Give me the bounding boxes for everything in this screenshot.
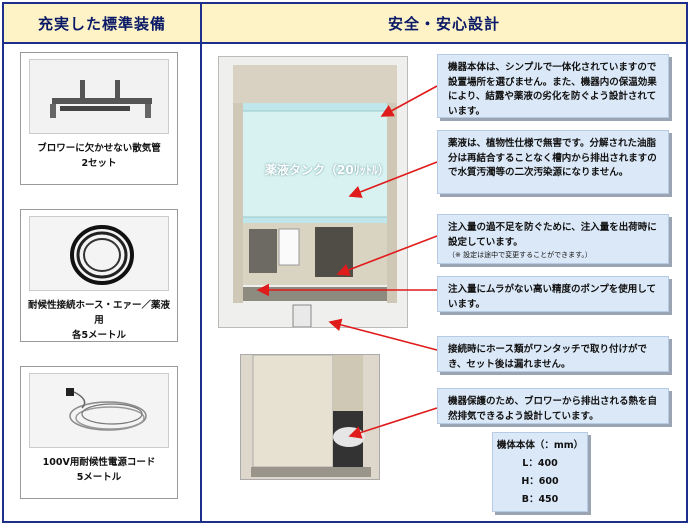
- note-precision-pump: 注入量にムラがない高い精度のポンプを使用しています。: [437, 276, 669, 312]
- equipment-card-hose: 耐候性接続ホース・エァー／薬液用 各5メートル: [20, 209, 178, 342]
- note-heat-exhaust: 機器保護のため、ブロワーから排出される熱を自然排気できるよう設計しています。: [437, 388, 669, 424]
- diffuser-caption: ブロワーに欠かせない散気管 2セット: [37, 143, 161, 169]
- machine-exterior-photo: [240, 354, 380, 480]
- column-divider: [200, 4, 202, 521]
- note-dose-preset: 注入量の過不足を防ぐために、注入量を出荷時に設定しています。 （※ 設定は途中で…: [437, 214, 669, 264]
- spec-breadth: B：450: [521, 494, 559, 505]
- spec-height: H：600: [521, 476, 559, 487]
- hose-photo: [29, 216, 169, 291]
- hose-caption: 耐候性接続ホース・エァー／薬液用 各5メートル: [27, 300, 171, 341]
- spec-title: 機体本体（：mm）: [496, 440, 584, 451]
- right-header: 安全・安心設計: [202, 4, 686, 44]
- machine-interior-photo: 薬液タンク（20ﾘｯﾄﾙ）: [218, 56, 408, 328]
- note-one-touch-hose: 接続時にホース類がワンタッチで取り付けができ、セット後は漏れません。: [437, 336, 669, 372]
- equipment-card-cord: 100V用耐候性電源コード 5メートル: [20, 366, 178, 499]
- note-compact-design: 機器本体は、シンプルで一体化されていますので設置場所を選びません。また、機器内の…: [437, 54, 669, 118]
- diffuser-photo: [29, 59, 169, 134]
- spec-length: L：400: [522, 458, 558, 469]
- equipment-card-diffuser: ブロワーに欠かせない散気管 2セット: [20, 52, 178, 185]
- left-header: 充実した標準装備: [4, 4, 200, 44]
- power-cord-photo: [29, 373, 169, 448]
- cord-caption: 100V用耐候性電源コード 5メートル: [42, 457, 156, 483]
- spec-box: 機体本体（：mm） L：400 H：600 B：450: [492, 432, 588, 512]
- note-plant-based-agent: 薬液は、植物性仕様で無害です。分解された油脂分は再結合することなく槽内から排出さ…: [437, 130, 669, 194]
- tank-label: 薬液タンク（20ﾘｯﾄﾙ）: [265, 163, 390, 177]
